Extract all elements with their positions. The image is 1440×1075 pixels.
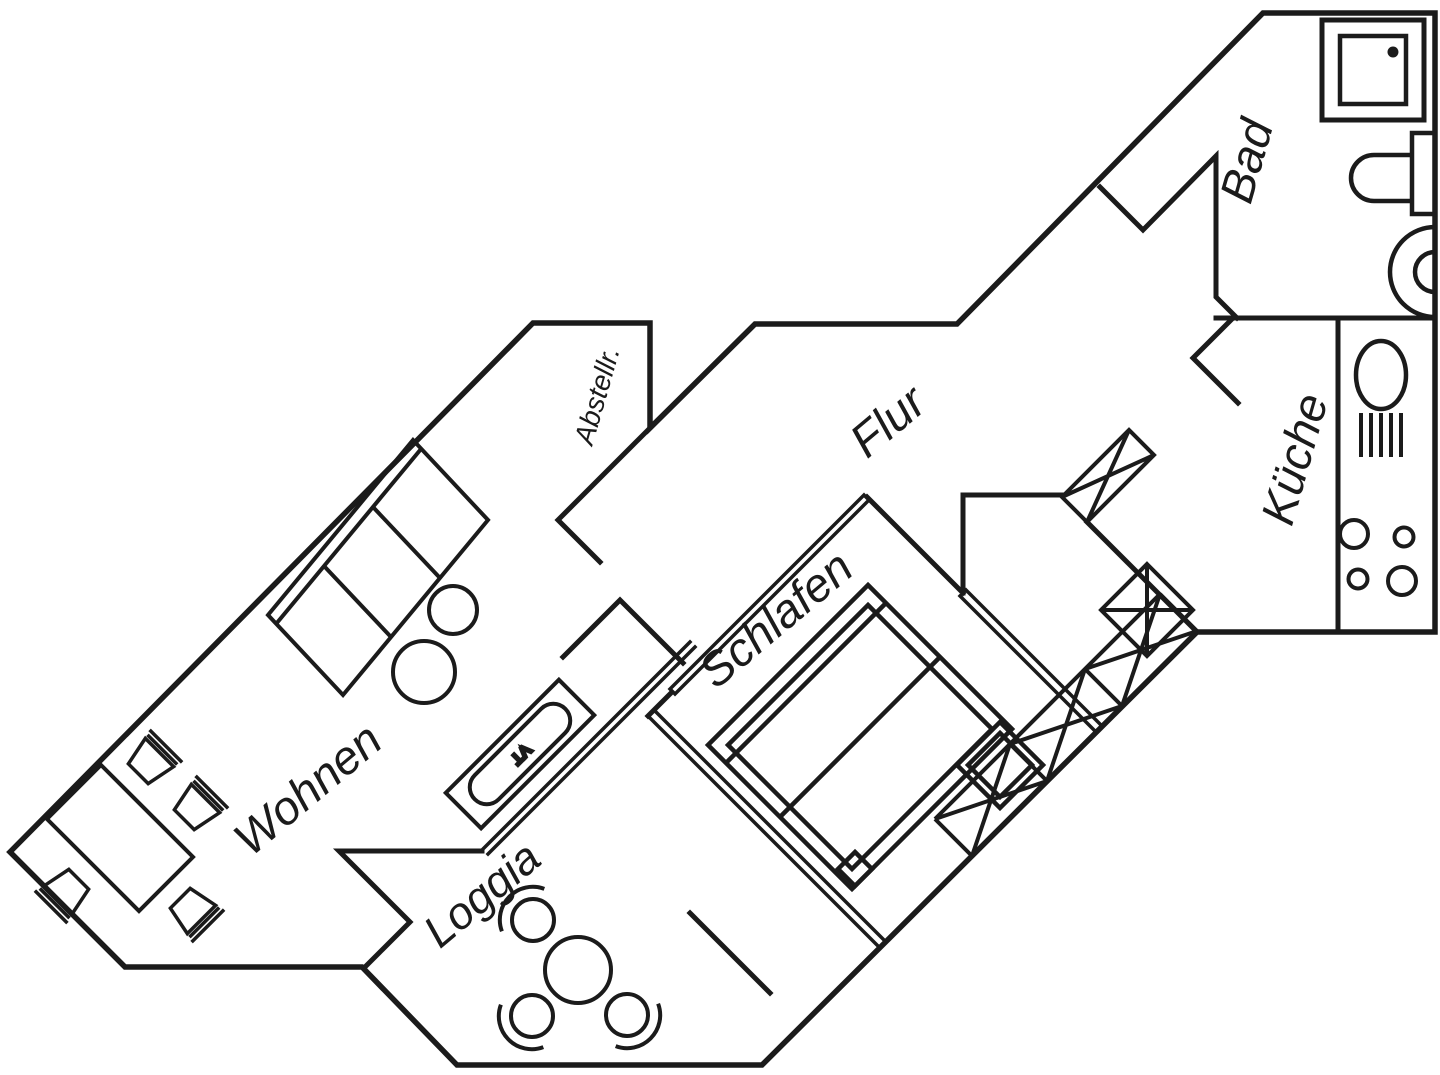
kueche-door-jamb xyxy=(1189,314,1242,407)
stove xyxy=(1338,518,1418,597)
walls xyxy=(6,10,1438,1068)
schlafen-door-jamb xyxy=(863,492,967,597)
shower xyxy=(1319,17,1427,123)
schlafen-corner xyxy=(644,688,676,720)
shaft-cell-1 xyxy=(1083,592,1199,708)
side-table xyxy=(391,639,457,705)
room-labels: Wohnen Loggia Schlafen Flur Abstellr. Ba… xyxy=(223,112,1338,958)
wohnen-furniture: VT xyxy=(35,436,598,942)
bed-foot-stool xyxy=(834,848,876,890)
dining-chair xyxy=(168,776,228,836)
shaft-flur xyxy=(1059,427,1157,525)
sofa xyxy=(265,436,491,699)
nightstand xyxy=(953,718,1047,812)
loggia-furniture xyxy=(487,875,671,1060)
dining-chair xyxy=(35,863,95,923)
drainer xyxy=(1359,413,1403,457)
shaft-diamond xyxy=(1098,561,1196,659)
kitchen-sink xyxy=(1353,338,1409,412)
wohnen-flur-wall xyxy=(554,424,654,566)
outer-wall xyxy=(6,10,1438,1068)
label-flur: Flur xyxy=(839,373,937,467)
entry-bad-wall xyxy=(1096,149,1241,322)
kueche-fixtures xyxy=(1335,318,1418,632)
loggia-table xyxy=(543,935,613,1005)
double-bed xyxy=(704,581,1016,893)
bad-fixtures xyxy=(1319,17,1438,320)
label-wohnen: Wohnen xyxy=(223,712,391,865)
schlafen-nw-wall xyxy=(667,492,872,697)
wohnen-flur-peak xyxy=(559,596,687,667)
dining-chair xyxy=(122,730,182,790)
label-abstellraum: Abstellr. xyxy=(568,343,626,450)
side-table xyxy=(427,584,479,636)
wohnen-loggia-wall xyxy=(480,639,698,857)
loggia-top-wall xyxy=(332,848,485,970)
schlafen-furniture xyxy=(704,581,1047,893)
dining-group xyxy=(35,730,228,942)
dining-chair xyxy=(164,882,224,942)
schlafen-ne-wall xyxy=(957,587,1105,735)
dining-table xyxy=(44,762,196,914)
toilet xyxy=(1348,130,1438,217)
loggia-corner-stub xyxy=(686,909,774,997)
label-kueche: Küche xyxy=(1250,388,1338,531)
radiator: VT xyxy=(442,676,598,832)
washbasin xyxy=(1387,224,1436,320)
label-bad: Bad xyxy=(1209,112,1284,209)
loggia-schlafen-wall xyxy=(645,707,889,951)
